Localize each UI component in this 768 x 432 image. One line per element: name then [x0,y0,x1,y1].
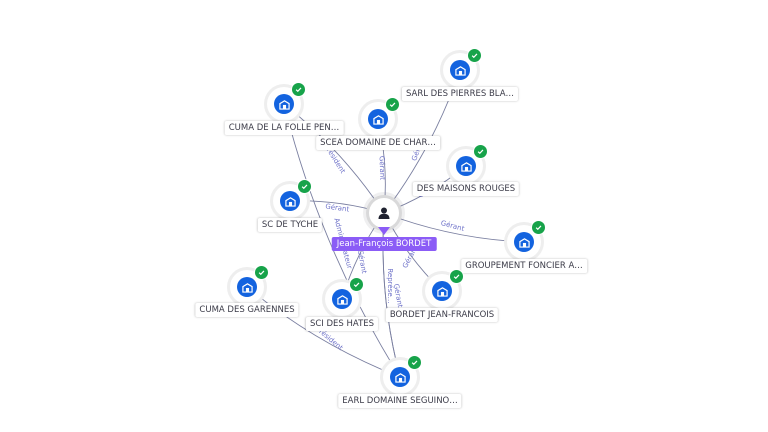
company-node[interactable] [325,277,364,316]
edge-label: Gérant [325,202,350,213]
building-icon [390,367,410,387]
company-label[interactable]: SCEA DOMAINE DE CHAR… [316,136,440,150]
edge-line [246,286,401,378]
building-icon [332,289,352,309]
building-icon [237,277,257,297]
edge-line [283,103,401,378]
company-label[interactable]: SARL DES PIERRES BLA… [401,87,519,101]
company-node[interactable] [443,48,482,87]
check-icon [349,277,364,292]
check-icon [531,220,546,235]
company-node[interactable] [507,220,546,259]
company-node[interactable] [230,265,269,304]
center-pin [378,227,390,235]
edge-label: Gérant [378,156,387,181]
company-node[interactable] [361,97,400,136]
center-person-node[interactable] [369,198,399,228]
check-icon [291,82,306,97]
building-icon [274,94,294,114]
check-icon [254,265,269,280]
check-icon [467,48,482,63]
building-icon [368,109,388,129]
company-node[interactable] [383,355,422,394]
center-person-label: Jean-François BORDET [331,237,437,251]
company-label[interactable]: DES MAISONS ROUGES [412,182,520,196]
company-label[interactable]: BORDET JEAN-FRANCOIS [385,308,499,322]
edge-label: Gérant [356,249,368,274]
company-label[interactable]: GROUPEMENT FONCIER A… [461,259,587,273]
edge-line [283,103,385,214]
building-icon [432,281,452,301]
person-icon [378,207,390,219]
building-icon [280,191,300,211]
building-icon [450,60,470,80]
company-node[interactable] [273,179,312,218]
building-icon [456,156,476,176]
company-label[interactable]: CUMA DE LA FOLLE PEN… [224,121,344,135]
company-label[interactable]: EARL DOMAINE SEGUINO… [338,394,462,408]
check-icon [407,355,422,370]
company-node[interactable] [267,82,306,121]
edge-label: Représe… [386,268,394,303]
company-label[interactable]: CUMA DES GARENNES [195,303,299,317]
company-node[interactable] [449,144,488,183]
check-icon [473,144,488,159]
company-label[interactable]: SCI DES HATES [305,317,379,331]
check-icon [385,97,400,112]
company-label[interactable]: SC DE TYCHE [257,218,323,232]
check-icon [297,179,312,194]
building-icon [514,232,534,252]
check-icon [449,269,464,284]
company-node[interactable] [425,269,464,308]
